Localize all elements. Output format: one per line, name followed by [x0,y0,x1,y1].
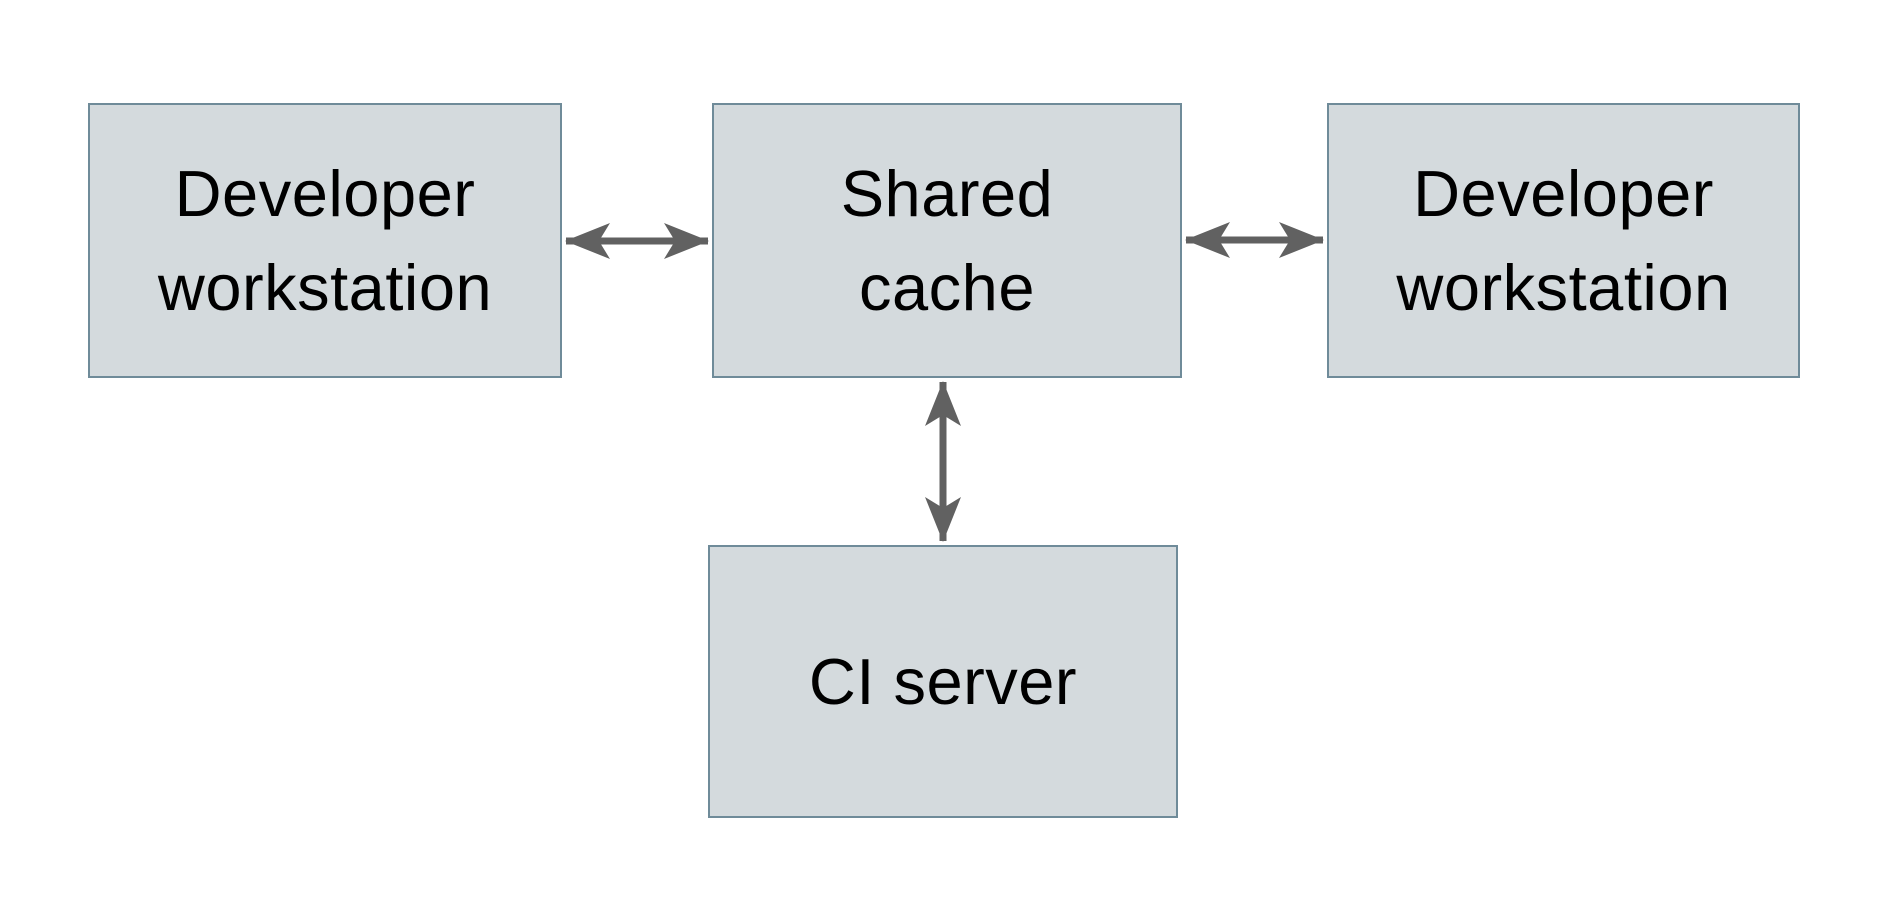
node-developer-workstation-left: Developer workstation [88,103,562,378]
node-label: Developer workstation [1396,156,1731,324]
node-label: Shared cache [840,156,1054,324]
node-developer-workstation-right: Developer workstation [1327,103,1800,378]
node-label: Developer workstation [157,156,493,324]
node-ci-server: CI server [708,545,1178,818]
node-label: CI server [808,644,1078,718]
node-shared-cache: Shared cache [712,103,1182,378]
